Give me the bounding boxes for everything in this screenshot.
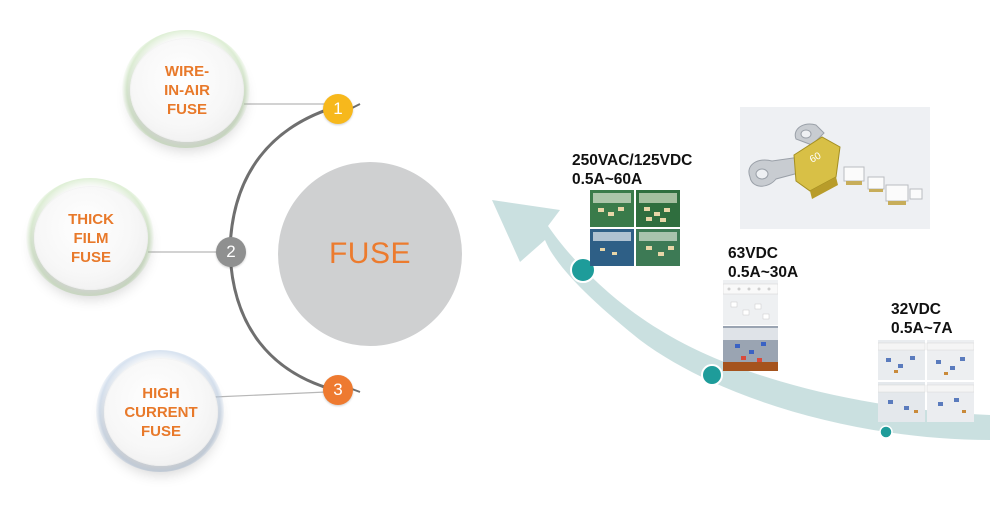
product-photo-hero-fuse: 60 bbox=[740, 107, 930, 229]
spec-label-3: 32VDC 0.5A~7A bbox=[891, 300, 953, 338]
step-badge-1: 1 bbox=[323, 94, 353, 124]
step-badge-2: 2 bbox=[216, 237, 246, 267]
spec-current-1: 0.5A~60A bbox=[572, 171, 643, 188]
product-photo-thick-film bbox=[723, 280, 778, 371]
spec-voltage-1: 250VAC/125VDC bbox=[572, 152, 693, 169]
leader-line-3 bbox=[213, 391, 327, 398]
timeline-dot-3 bbox=[879, 425, 893, 439]
photo-hero-fuse: 60 bbox=[740, 107, 930, 229]
timeline-dot-1 bbox=[570, 257, 596, 283]
photo-grid-white bbox=[878, 340, 974, 422]
photo-tape-white bbox=[723, 280, 778, 371]
arc-tick-bottom bbox=[351, 388, 361, 393]
svg-text:60: 60 bbox=[808, 150, 824, 165]
spec-label-1: 250VAC/125VDC 0.5A~60A bbox=[572, 151, 692, 189]
fuse-type-bubble-3: HIGH CURRENT FUSE bbox=[104, 358, 218, 466]
spec-current-3: 0.5A~7A bbox=[891, 320, 953, 337]
spec-voltage-2: 63VDC bbox=[728, 245, 778, 262]
arc-tick-top bbox=[351, 103, 361, 109]
spec-current-2: 0.5A~30A bbox=[728, 264, 799, 281]
photo-grid-green bbox=[590, 190, 680, 266]
step-badge-3: 3 bbox=[323, 375, 353, 405]
spec-voltage-3: 32VDC bbox=[891, 301, 941, 318]
spec-label-2: 63VDC 0.5A~30A bbox=[728, 244, 798, 282]
product-photo-high-current bbox=[878, 340, 974, 422]
product-photo-wire-in-air bbox=[590, 190, 680, 266]
center-fuse-circle: FUSE bbox=[278, 162, 462, 346]
timeline-dot-2 bbox=[701, 364, 723, 386]
fuse-type-bubble-1: WIRE- IN-AIR FUSE bbox=[130, 38, 244, 142]
center-label: FUSE bbox=[328, 237, 411, 270]
fuse-type-bubble-2: THICK FILM FUSE bbox=[34, 186, 148, 290]
